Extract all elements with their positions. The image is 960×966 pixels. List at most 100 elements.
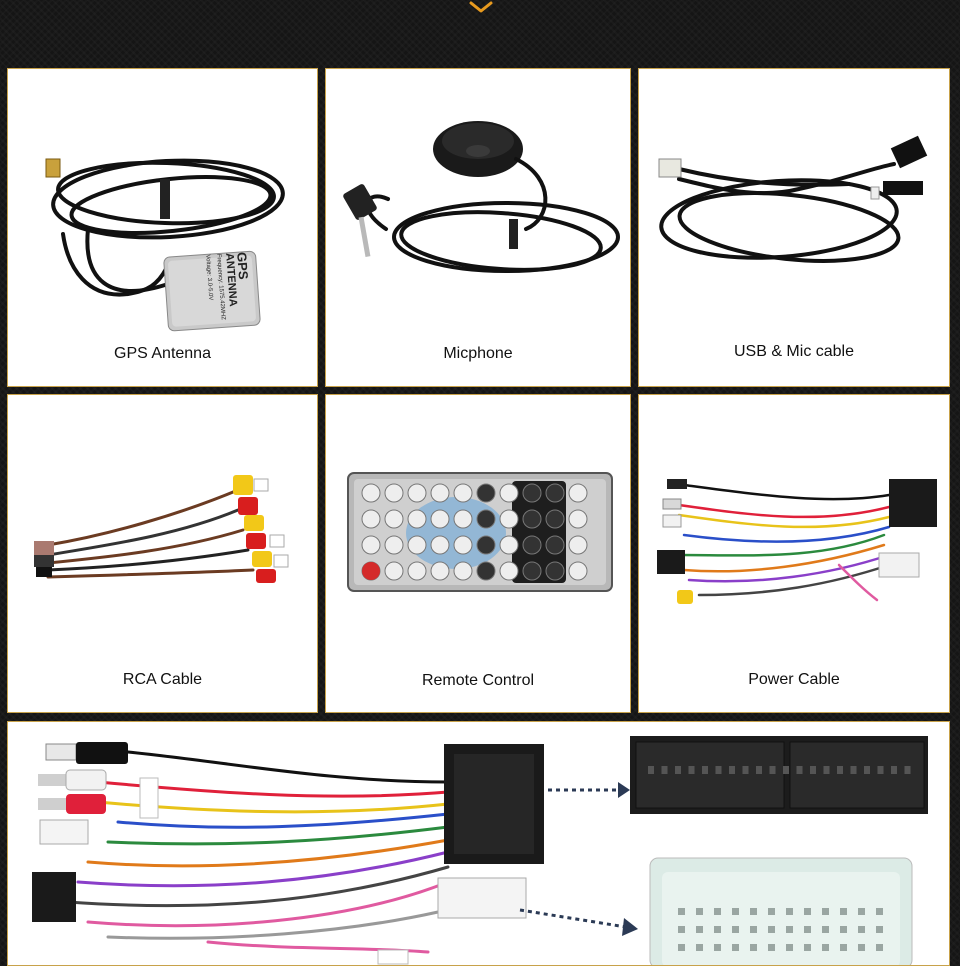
connector-pin <box>804 926 811 933</box>
remote-button <box>384 483 404 503</box>
remote-control-image <box>347 472 613 592</box>
remote-button <box>453 561 473 581</box>
remote-button <box>545 483 565 503</box>
remote-button <box>476 535 496 555</box>
remote-button <box>522 483 542 503</box>
connector-pin <box>696 908 703 915</box>
remote-button <box>407 509 427 529</box>
card-caption: Remote Control <box>421 672 535 689</box>
gps-antenna-card: GPS ANTENNA Frequency: 1575.42MHZ Voltag… <box>7 68 318 387</box>
connector-pin <box>904 766 911 774</box>
connector-pin <box>877 766 884 774</box>
connector-pin <box>840 944 847 951</box>
remote-button <box>499 509 519 529</box>
connector-pin <box>822 908 829 915</box>
connector-pin <box>715 766 722 774</box>
connector-pin <box>840 926 847 933</box>
remote-button <box>453 535 473 555</box>
connector-pin <box>696 944 703 951</box>
connector-pin <box>678 926 685 933</box>
connector-pin <box>678 944 685 951</box>
power-button <box>362 562 380 580</box>
card-caption: USB & Mic cable <box>733 343 855 360</box>
connector-pin <box>858 926 865 933</box>
remote-button <box>407 535 427 555</box>
remote-button <box>568 561 588 581</box>
connector-pin <box>783 766 789 774</box>
remote-button <box>361 483 381 503</box>
microphone-card: Micphone <box>325 68 631 387</box>
connector-pin <box>696 926 703 933</box>
connector-pin <box>769 766 776 774</box>
chevron-down-icon <box>469 1 493 13</box>
card-caption: Micphone <box>443 345 513 362</box>
remote-button <box>476 483 496 503</box>
remote-button <box>522 509 542 529</box>
connector-pin <box>750 926 757 933</box>
connector-pin <box>702 766 708 774</box>
connector-pin <box>732 944 739 951</box>
connector-pin <box>850 766 857 774</box>
connector-pin <box>768 908 775 915</box>
remote-button <box>430 535 450 555</box>
usb-mic-cable-card: USB & Mic cable <box>638 68 950 387</box>
remote-button <box>568 535 588 555</box>
connector-pin <box>742 766 749 774</box>
remote-button <box>384 535 404 555</box>
card-caption: Power Cable <box>748 671 840 688</box>
remote-button <box>522 561 542 581</box>
connector-pin <box>714 908 721 915</box>
remote-button <box>384 561 404 581</box>
remote-button <box>384 509 404 529</box>
remote-button <box>499 535 519 555</box>
connector-pin <box>840 908 847 915</box>
connector-pin <box>732 926 739 933</box>
harness-detail-image <box>32 736 928 965</box>
connector-pin <box>822 926 829 933</box>
gps-antenna-image <box>45 158 285 332</box>
remote-button <box>430 561 450 581</box>
connector-pin <box>786 926 793 933</box>
connector-pin <box>661 766 668 774</box>
remote-button <box>522 535 542 555</box>
connector-pin <box>756 766 762 774</box>
connector-pin <box>732 908 739 915</box>
connector-pin <box>822 944 829 951</box>
remote-button <box>568 509 588 529</box>
connector-pin <box>648 766 654 774</box>
remote-button <box>476 509 496 529</box>
connector-pin <box>786 944 793 951</box>
power-cable-card: Power Cable <box>638 394 950 713</box>
remote-button <box>430 509 450 529</box>
connector-pin <box>864 766 870 774</box>
connector-pin <box>729 766 735 774</box>
connector-pin <box>768 944 775 951</box>
rca-cable-card: RCA Cable <box>7 394 318 713</box>
remote-button <box>499 483 519 503</box>
connector-pin <box>876 926 883 933</box>
microphone-image <box>343 121 620 273</box>
remote-button <box>545 561 565 581</box>
connector-pin <box>796 766 803 774</box>
remote-button <box>453 483 473 503</box>
remote-control-card: Remote Control <box>325 394 631 713</box>
rca-cable-image <box>34 475 289 583</box>
connector-pin <box>750 908 757 915</box>
connector-pin <box>891 766 897 774</box>
remote-button <box>407 483 427 503</box>
remote-button <box>453 509 473 529</box>
remote-button <box>499 561 519 581</box>
connector-pin <box>678 908 685 915</box>
connector-pin <box>804 944 811 951</box>
connector-pin <box>714 926 721 933</box>
remote-button <box>568 483 588 503</box>
usb-mic-cable-image <box>658 135 928 263</box>
gps-sticker: GPS ANTENNA Frequency: 1575.42MHZ Voltag… <box>178 252 253 337</box>
power-cable-image <box>657 479 937 604</box>
remote-button <box>361 535 381 555</box>
remote-button <box>476 561 496 581</box>
connector-pin <box>876 944 883 951</box>
connector-pin <box>804 908 811 915</box>
card-caption: RCA Cable <box>122 671 203 688</box>
connector-pin <box>768 926 775 933</box>
